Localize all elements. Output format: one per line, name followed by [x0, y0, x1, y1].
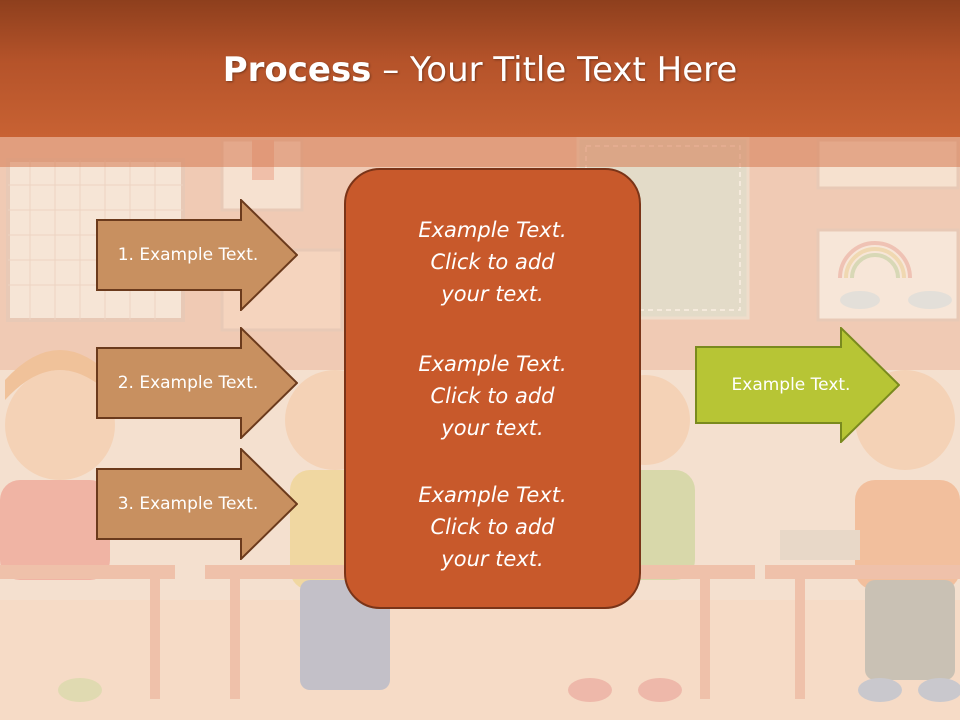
center-text-block-1[interactable]: Example Text. Click to add your text.	[346, 214, 639, 310]
center-text-line: your text.	[441, 416, 544, 440]
center-process-box[interactable]: Example Text. Click to add your text. Ex…	[344, 168, 641, 609]
slide-title-rest: – Your Title Text Here	[371, 50, 738, 90]
step-arrow-label: 1. Example Text.	[117, 245, 259, 265]
center-text-line: your text.	[441, 282, 544, 306]
center-text-line: Example Text.	[418, 218, 567, 242]
center-text-line: Example Text.	[418, 352, 567, 376]
right-arrow-shape	[96, 199, 298, 311]
slide-title[interactable]: Process – Your Title Text Here	[0, 50, 960, 90]
title-banner	[0, 0, 960, 137]
center-text-line: Example Text.	[418, 483, 567, 507]
right-arrow-shape	[695, 327, 900, 443]
step-arrow-2[interactable]: 2. Example Text.	[96, 327, 298, 439]
slide-title-bold: Process	[222, 50, 372, 90]
center-text-line: your text.	[441, 547, 544, 571]
step-arrow-label: 2. Example Text.	[117, 373, 259, 393]
center-text-line: Click to add	[430, 384, 555, 408]
output-arrow-label: Example Text.	[731, 375, 851, 395]
step-arrow-label: 3. Example Text.	[117, 494, 259, 514]
step-arrow-3[interactable]: 3. Example Text.	[96, 448, 298, 560]
step-arrow-1[interactable]: 1. Example Text.	[96, 199, 298, 311]
center-text-block-2[interactable]: Example Text. Click to add your text.	[346, 348, 639, 444]
right-arrow-shape	[96, 327, 298, 439]
output-arrow[interactable]: Example Text.	[695, 327, 900, 443]
title-banner-band	[0, 137, 960, 167]
center-text-line: Click to add	[430, 250, 555, 274]
right-arrow-shape	[96, 448, 298, 560]
center-text-line: Click to add	[430, 515, 555, 539]
center-text-block-3[interactable]: Example Text. Click to add your text.	[346, 479, 639, 575]
